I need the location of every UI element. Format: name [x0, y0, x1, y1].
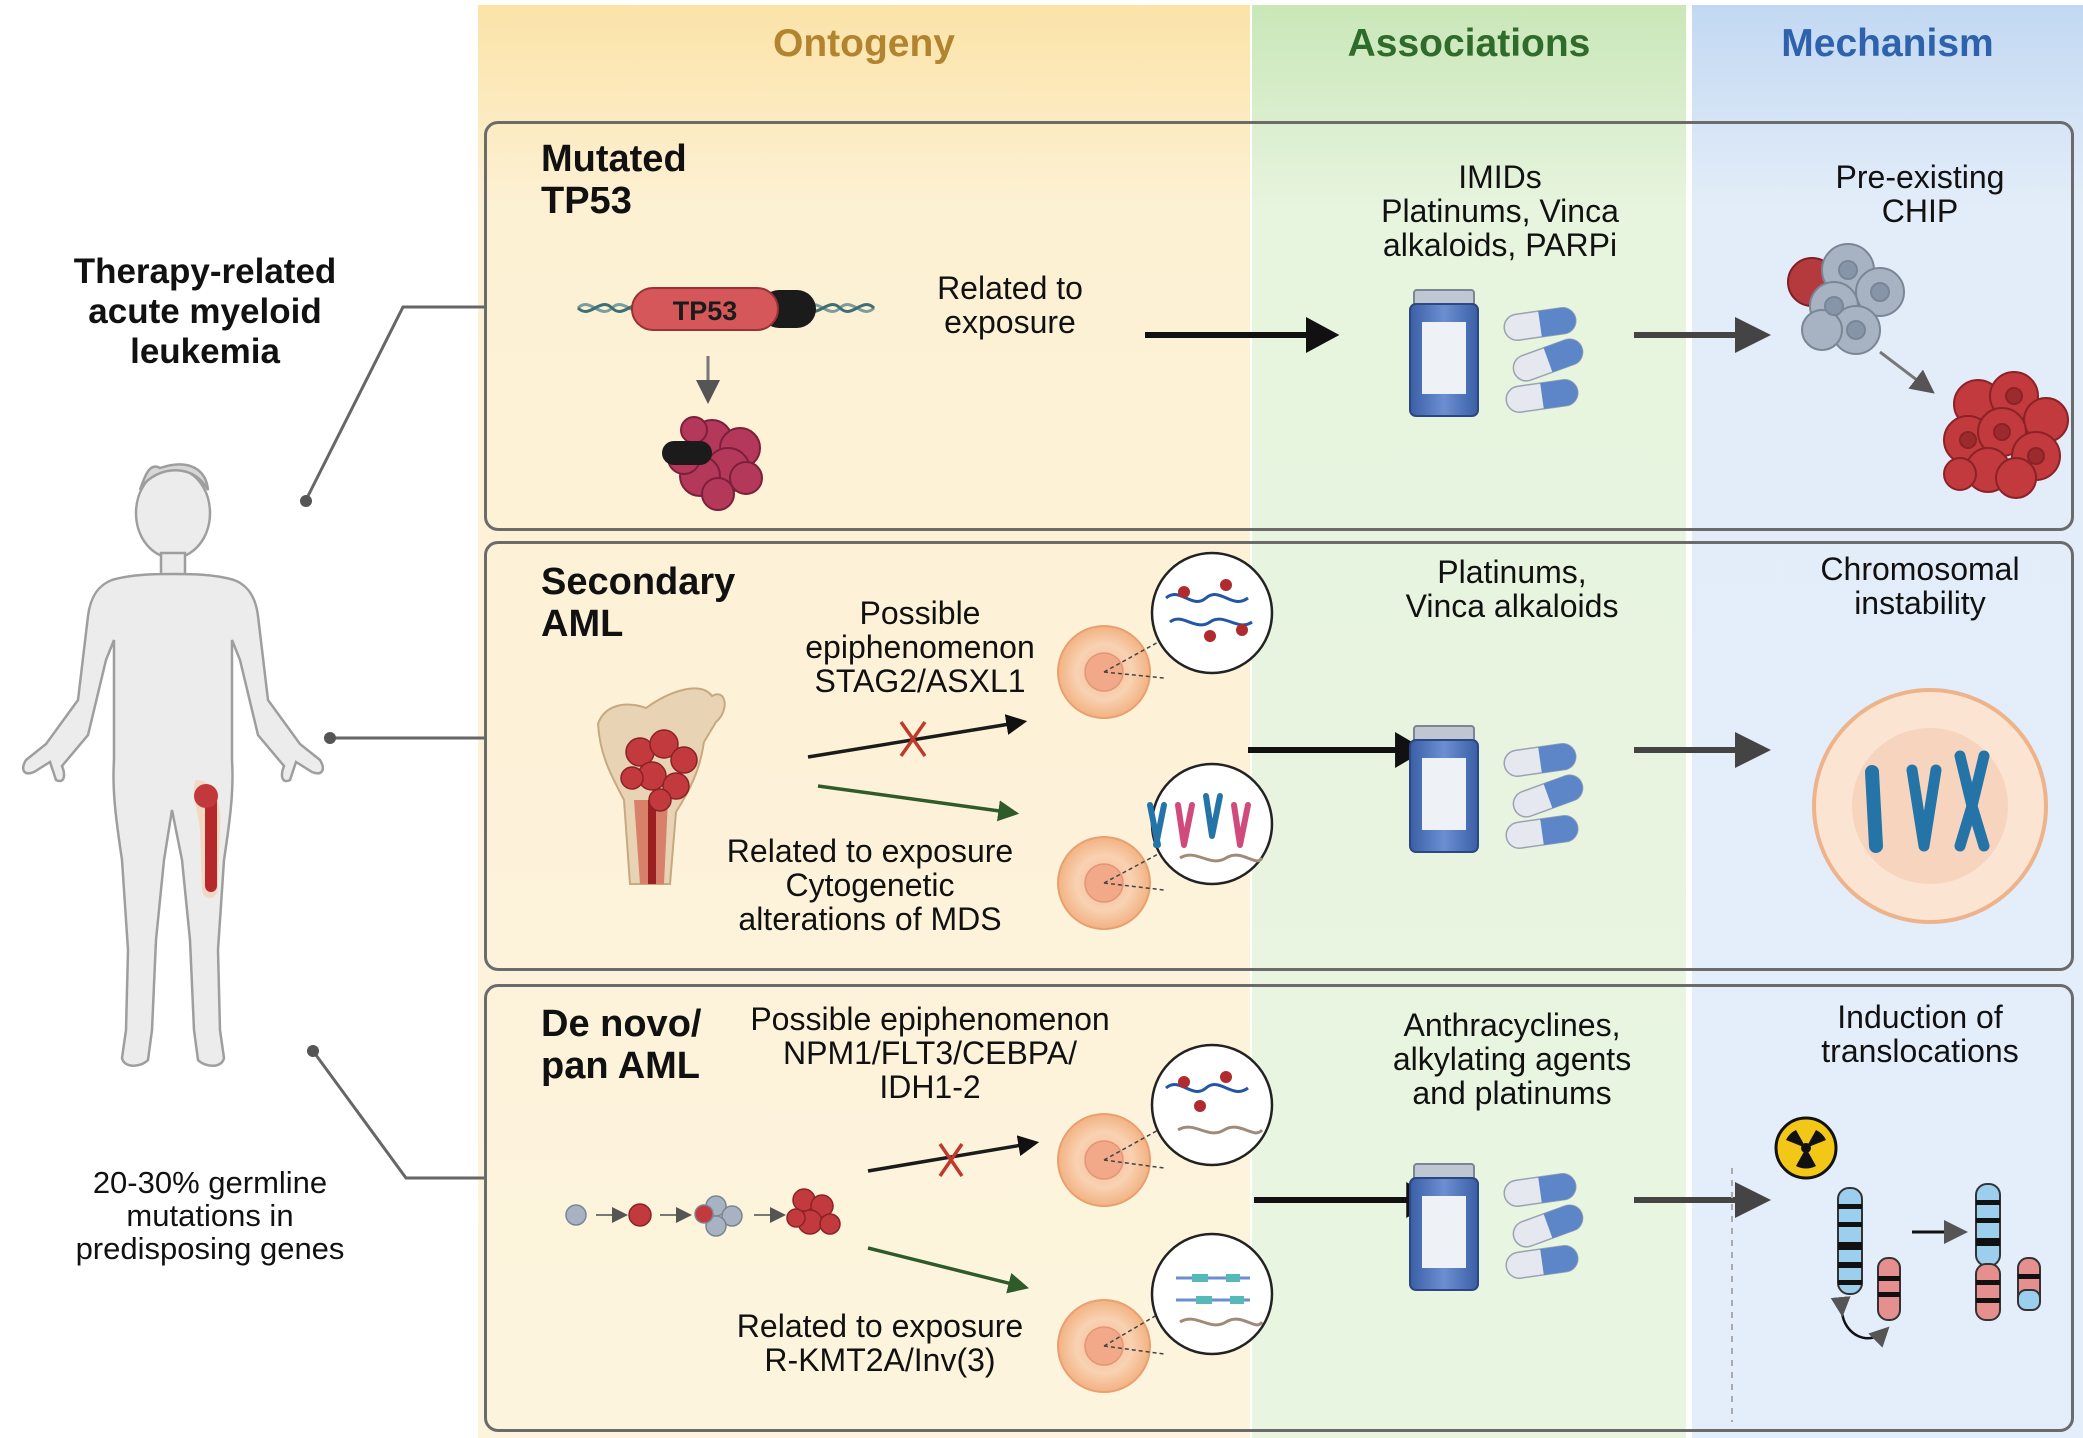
panel2-lower-text: Related to exposure Cytogenetic alterati… [690, 834, 1050, 936]
arrow [867, 1246, 1030, 1294]
text-line: Platinums, Vinca [1381, 193, 1619, 229]
cytogenetic-chromosomes-icon [1147, 762, 1274, 886]
title-line: De novo/ [541, 1003, 702, 1045]
panel1-ontogeny-text: Related to exposure [900, 271, 1120, 339]
panel-de-novo-aml [484, 984, 2074, 1432]
text-line: Possible [859, 595, 981, 631]
panel1-title: Mutated TP53 [541, 138, 687, 222]
text-line: STAG2/ASXL1 [814, 663, 1026, 699]
text-line: Pre-existing [1835, 159, 2005, 195]
text-line: IMIDs [1458, 159, 1542, 195]
therapy-related-aml-title: Therapy-related acute myeloid leukemia [20, 252, 390, 372]
panel3-title: De novo/ pan AML [541, 1003, 701, 1087]
dna-damage-icon [1150, 551, 1274, 675]
text-line: epiphenomenon [805, 629, 1035, 665]
title-line: TP53 [541, 180, 632, 222]
gene-fusion-icon [1150, 1232, 1274, 1356]
text-line: alterations of MDS [738, 901, 1002, 937]
text-line: Anthracyclines, [1403, 1007, 1621, 1043]
cross-mark-icon [938, 1143, 964, 1177]
ontogeny-header: Ontogeny [773, 22, 955, 65]
pill-bottle-icon [1409, 1163, 1479, 1291]
connector-dot [300, 495, 312, 507]
tp53-gene-icon: TP53 [576, 287, 876, 404]
panel3-upper-text: Possible epiphenomenon NPM1/FLT3/CEBPA/ … [730, 1002, 1130, 1104]
connector-dot [324, 732, 336, 744]
germline-line: 20-30% germline [92, 1165, 328, 1200]
title-line: acute myeloid [88, 292, 322, 331]
text-line: NPM1/FLT3/CEBPA/ [783, 1035, 1077, 1071]
text-line: Cytogenetic [785, 867, 955, 903]
connector-dot [307, 1045, 319, 1057]
mutant-protein-icon [662, 416, 763, 511]
text-line: Related to exposure [726, 833, 1014, 869]
panel1-mechanism-text: Pre-existing CHIP [1720, 160, 2083, 228]
capsules-icon [1503, 1172, 1587, 1280]
connector-lines [304, 305, 484, 1180]
pill-bottle-icon [1409, 289, 1479, 417]
text-line: IDH1-2 [879, 1069, 981, 1105]
panel-mutated-tp53 [484, 121, 2074, 531]
radiation-icon [1774, 1116, 1838, 1180]
text-line: instability [1854, 585, 1986, 621]
title-line: Therapy-related [73, 252, 337, 291]
germline-note: 20-30% germline mutations in predisposin… [30, 1166, 390, 1265]
panel3-mechanism-text: Induction of translocations [1720, 1000, 2083, 1068]
panel3-associations-text: Anthracyclines, alkylating agents and pl… [1312, 1008, 1712, 1110]
title-line: leukemia [130, 332, 280, 371]
germline-line: predisposing genes [75, 1231, 345, 1266]
leukemic-blasts-icon [1943, 371, 2069, 499]
text-line: Vinca alkaloids [1405, 588, 1619, 624]
text-line: alkylating agents [1392, 1041, 1632, 1077]
text-line: CHIP [1881, 193, 1959, 229]
text-line: Related to [937, 270, 1083, 306]
capsules-icon [1503, 742, 1587, 850]
text-line: and platinums [1412, 1075, 1612, 1111]
text-line: R-KMT2A/Inv(3) [764, 1342, 996, 1378]
mechanism-header: Mechanism [1781, 22, 1994, 65]
text-line: exposure [944, 304, 1076, 340]
panel2-title: Secondary AML [541, 561, 735, 645]
text-line: Induction of [1837, 999, 2003, 1035]
text-line: Related to exposure [736, 1308, 1024, 1344]
text-line: Platinums, [1437, 554, 1587, 590]
text-line: Chromosomal [1820, 551, 2020, 587]
text-line: alkaloids, PARPi [1382, 227, 1618, 263]
panel2-upper-text: Possible epiphenomenon STAG2/ASXL1 [760, 596, 1080, 698]
germline-line: mutations in [126, 1198, 294, 1233]
arrow [817, 784, 1020, 822]
dna-damage-icon [1150, 1043, 1274, 1167]
associations-header: Associations [1347, 22, 1591, 65]
chip-cells-icon [1787, 243, 1905, 355]
panel3-lower-text: Related to exposure R-KMT2A/Inv(3) [700, 1309, 1060, 1377]
title-line: pan AML [541, 1045, 701, 1087]
panel2-associations-text: Platinums, Vinca alkaloids [1312, 555, 1712, 623]
title-line: Secondary [541, 561, 736, 603]
tp53-gene-label: TP53 [673, 296, 738, 326]
title-line: AML [541, 603, 624, 645]
pill-bottle-icon [1409, 725, 1479, 853]
panel1-associations-text: IMIDs Platinums, Vinca alkaloids, PARPi [1300, 160, 1700, 262]
chromosomal-instability-icon [1812, 688, 2048, 924]
capsules-icon [1503, 306, 1587, 414]
text-line: translocations [1821, 1033, 2019, 1069]
panel-secondary-aml [484, 541, 2074, 971]
clonal-evolution-icon [565, 1188, 841, 1237]
human-figure-icon [22, 463, 324, 1067]
arrow [1879, 350, 1935, 394]
text-line: Possible epiphenomenon [750, 1001, 1110, 1037]
title-line: Mutated [541, 138, 687, 180]
panel2-mechanism-text: Chromosomal instability [1720, 552, 2083, 620]
translocation-chromosomes-icon [1830, 1183, 2041, 1348]
cross-mark-icon [899, 720, 927, 758]
bone-marrow-icon [596, 687, 726, 885]
